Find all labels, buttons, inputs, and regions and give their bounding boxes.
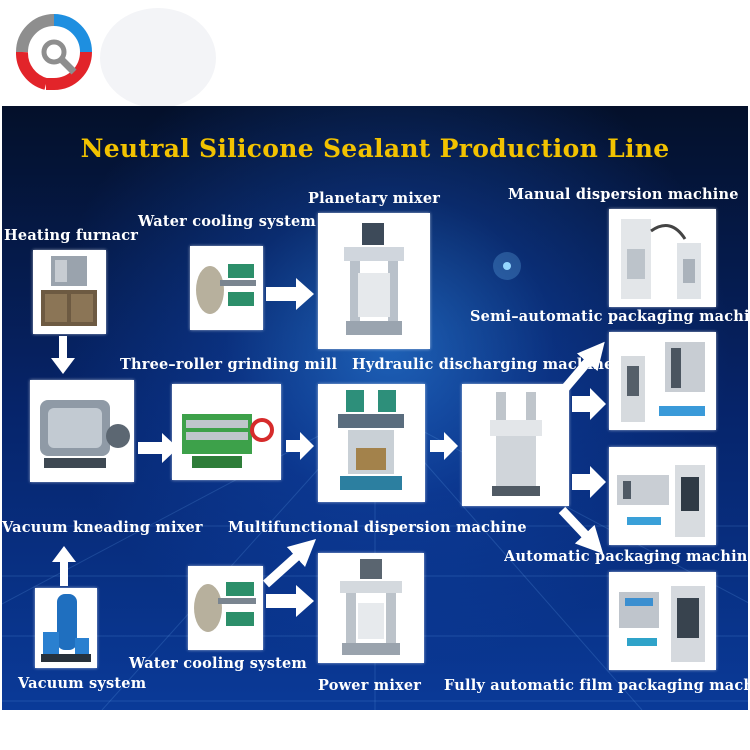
brand-logo-icon xyxy=(16,14,92,90)
manual-dispersion-image xyxy=(609,209,716,307)
header xyxy=(0,0,750,108)
label-fully-auto-film: Fully automatic film packaging machine xyxy=(444,677,750,694)
label-semi-auto-packaging: Semi–automatic packaging machine xyxy=(470,308,748,325)
label-vacuum-system: Vacuum system xyxy=(18,675,147,692)
water-cooling-top-image xyxy=(190,246,263,330)
label-water-cooling-bottom: Water cooling system xyxy=(129,655,307,672)
label-water-cooling-top: Water cooling system xyxy=(138,213,316,230)
vacuum-system-image xyxy=(35,588,97,668)
vacuum-kneading-image xyxy=(30,380,134,482)
diagram-title: Neutral Silicone Sealant Production Line xyxy=(80,134,670,163)
power-mixer-image xyxy=(318,553,424,663)
hydraulic-discharging-image xyxy=(462,384,569,506)
label-automatic-packaging: Automatic packaging machine xyxy=(504,548,748,565)
label-planetary-mixer: Planetary mixer xyxy=(308,190,441,207)
label-power-mixer: Power mixer xyxy=(318,677,422,694)
label-vacuum-kneading: Vacuum kneading mixer xyxy=(2,519,203,536)
label-heating-furnace: Heating furnacr xyxy=(4,227,139,244)
heating-furnace-image xyxy=(33,250,106,334)
fully-auto-film-image xyxy=(609,572,716,670)
label-multifunctional-dispersion: Multifunctional dispersion machine xyxy=(228,519,527,536)
header-decor-circle xyxy=(100,8,216,108)
label-three-roller: Three–roller grinding mill xyxy=(120,356,338,373)
label-manual-dispersion: Manual dispersion machine xyxy=(508,186,739,203)
semi-auto-packaging-image xyxy=(609,332,716,430)
three-roller-image xyxy=(172,384,281,480)
planetary-mixer-image xyxy=(318,213,430,349)
multifunctional-dispersion-image xyxy=(318,384,425,502)
water-cooling-bottom-image xyxy=(188,566,263,650)
automatic-packaging-image xyxy=(609,447,716,545)
label-hydraulic-discharging: Hydraulic discharging machine xyxy=(352,356,614,373)
